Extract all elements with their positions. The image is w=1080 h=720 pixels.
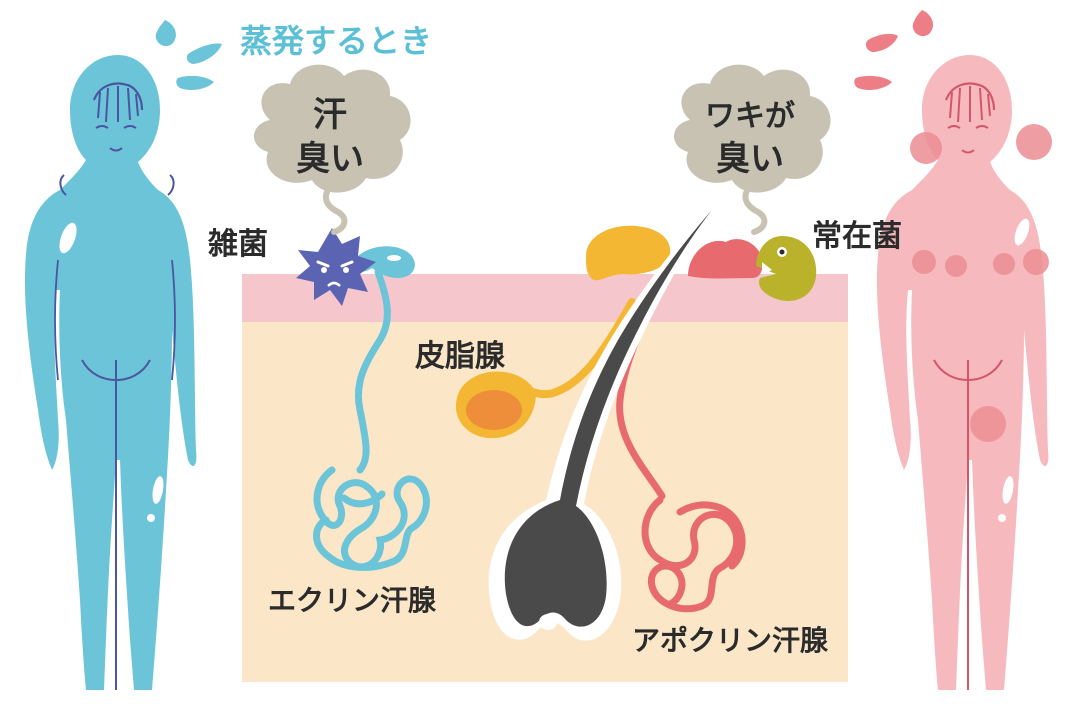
apocrine-pore [688, 239, 763, 279]
pink-figure [876, 55, 1052, 690]
eccrine-pore [352, 246, 415, 278]
sweat-drops-left [155, 20, 222, 90]
cloud-right-line2: 臭い [716, 139, 784, 179]
hair-follicle [488, 204, 712, 641]
label-resident-bacteria: 常在菌 [812, 219, 902, 254]
eccrine-gland [313, 268, 430, 571]
misc-bacteria-icon [296, 228, 376, 306]
odor-cloud-right [673, 64, 831, 235]
sweat-drops-right [854, 10, 933, 90]
blue-figure [24, 55, 197, 690]
cloud-right-line1: ワキが [705, 99, 795, 134]
resident-bacteria-icon [756, 236, 817, 301]
cloud-left-line2: 臭い [296, 139, 364, 179]
label-sebaceous-gland: 皮脂腺 [415, 339, 506, 374]
odor-cloud-left [253, 64, 411, 235]
cloud-left-line1: 汗 [313, 95, 347, 135]
top-caption: 蒸発するとき [240, 22, 432, 60]
label-apocrine-gland: アポクリン汗腺 [632, 624, 829, 657]
label-eccrine-gland: エクリン汗腺 [268, 584, 437, 617]
sebaceous-gland [455, 225, 671, 439]
label-misc-bacteria: 雑菌 [207, 227, 268, 262]
